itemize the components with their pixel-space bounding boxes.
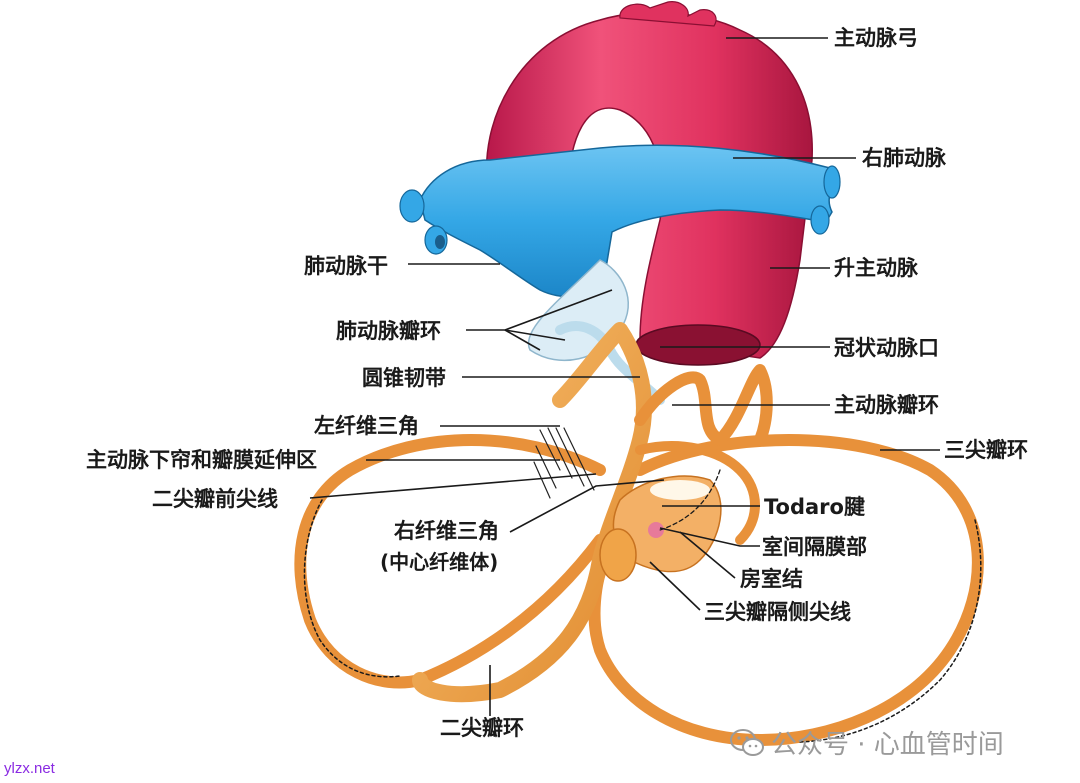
label-right-pulmonary-artery: 右肺动脉 [862,146,946,170]
label-av-node: 房室结 [740,567,803,591]
label-subaortic-curtain: 主动脉下帘和瓣膜延伸区 [86,448,317,472]
label-pulmonary-trunk: 肺动脉干 [304,254,388,278]
watermark-text: 公众号 · 心血管时间 [771,730,1004,760]
label-left-fibrous-trigone: 左纤维三角 [314,414,419,438]
leader-lines [309,37,940,716]
watermark: 公众号 · 心血管时间 [729,724,1004,761]
label-membranous-septum: 室间隔膜部 [762,535,867,559]
fibrous-skeleton [294,322,984,746]
label-mitral-annulus: 二尖瓣环 [440,716,524,740]
site-link[interactable]: ylzx.net [4,760,55,777]
label-todaro-tendon: Todaro腱 [764,495,865,519]
wechat-icon [730,728,764,756]
pulmonary-artery [399,144,841,298]
label-conus-ligament: 圆锥韧带 [362,366,446,390]
label-tricuspid-septal-commissure: 三尖瓣隔侧尖线 [704,600,851,624]
label-aortic-valve-annulus: 主动脉瓣环 [834,393,939,417]
label-ascending-aorta: 升主动脉 [834,256,918,280]
label-aortic-arch: 主动脉弓 [834,26,918,50]
label-central-fibrous-body: (中心纤维体) [380,550,499,574]
label-pulmonary-valve-annulus: 肺动脉瓣环 [336,319,441,343]
label-right-fibrous-trigone: 右纤维三角 [394,519,499,543]
label-tricuspid-annulus: 三尖瓣环 [944,438,1028,462]
label-coronary-ostium: 冠状动脉口 [834,336,939,360]
coronary-ostium [635,324,761,366]
label-anterior-mitral-commissure: 二尖瓣前尖线 [152,487,278,511]
